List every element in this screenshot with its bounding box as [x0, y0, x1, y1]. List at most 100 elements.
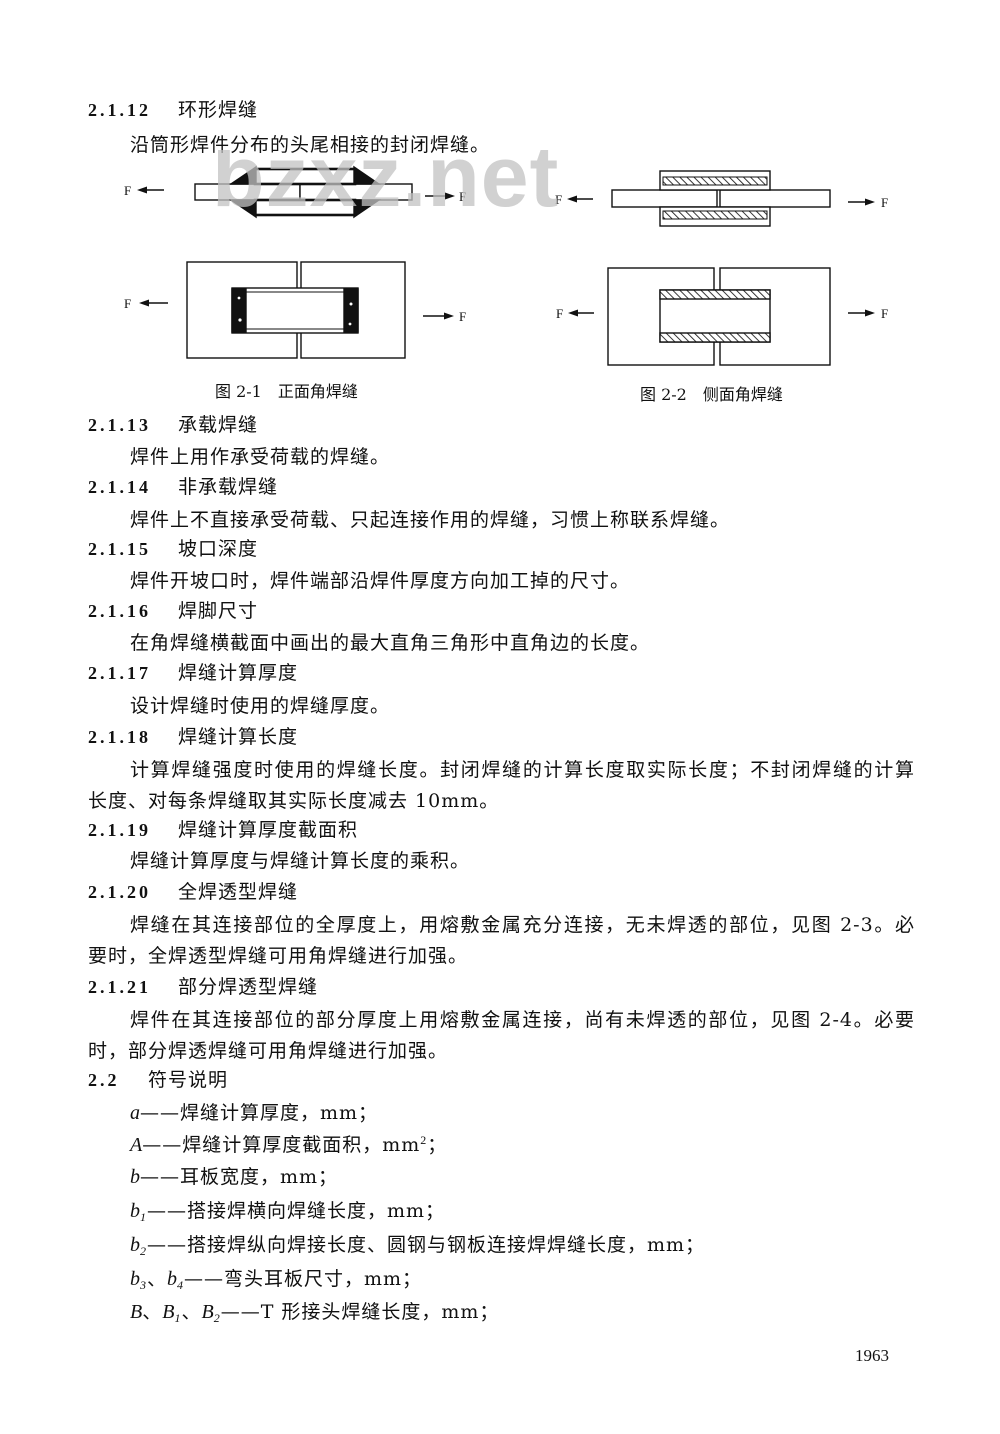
- figure-number: 图 2-2: [640, 385, 687, 404]
- fillet-weld: [353, 165, 382, 185]
- symbol: b: [130, 1234, 140, 1256]
- section-title: 焊缝计算厚度截面积: [178, 819, 359, 841]
- symbol-description: ——耳板宽度，mm；: [140, 1166, 339, 1188]
- force-arrow-right: [423, 312, 454, 320]
- symbol-definition: a——焊缝计算厚度，mm；: [130, 1101, 378, 1125]
- section-heading: 2.2 符号说明: [88, 1068, 228, 1092]
- fillet-weld: [353, 199, 382, 219]
- section-heading: 2.1.18 焊缝计算长度: [88, 725, 298, 749]
- force-label: F: [124, 296, 131, 311]
- symbol-description: ——搭接焊横向焊缝长度，mm；: [147, 1200, 446, 1222]
- symbol-definition: b3、b4——弯头耳板尺寸，mm；: [130, 1267, 422, 1291]
- section-body-line: 长度、对每条焊缝取其实际长度减去 10mm。: [88, 790, 500, 812]
- section-body-line: 沿筒形焊件分布的头尾相接的封闭焊缝。: [130, 134, 491, 156]
- symbol: a: [130, 1102, 140, 1124]
- section-number: 2.1.12: [88, 100, 151, 120]
- separator: 、: [147, 1268, 168, 1290]
- section-body-line: 焊件在其连接部位的部分厚度上用熔敷金属连接，尚有未焊透的部位，见图 2-4。必要: [130, 1009, 915, 1031]
- section-title: 焊缝计算厚度: [178, 662, 299, 684]
- fillet-weld: [231, 288, 247, 333]
- section-heading: 2.1.13 承载焊缝: [88, 413, 258, 437]
- weld-texture: [237, 296, 241, 300]
- symbol-definition: b1——搭接焊横向焊缝长度，mm；: [130, 1199, 445, 1223]
- section-number: 2.1.18: [88, 727, 151, 747]
- section-number: 2.1.20: [88, 882, 151, 902]
- symbol-definition: b2——搭接焊纵向焊接长度、圆钢与钢板连接焊焊缝长度，mm；: [130, 1233, 705, 1257]
- symbol-description: ——焊缝计算厚度截面积，mm: [142, 1134, 421, 1156]
- fillet-weld: [228, 199, 257, 219]
- section-body-line: 计算焊缝强度时使用的焊缝长度。封闭焊缝的计算长度取实际长度；不封闭焊缝的计算: [130, 759, 915, 781]
- force-label: F: [881, 195, 888, 210]
- symbol: B: [130, 1301, 143, 1323]
- force-arrow-right: [425, 192, 455, 200]
- figure-2-1-elevation: [137, 165, 455, 219]
- section-title: 环形焊缝: [178, 99, 259, 121]
- symbol: b: [130, 1268, 140, 1290]
- symbol-description: ——T 形接头焊缝长度，mm；: [220, 1301, 500, 1323]
- side-fillet-weld: [662, 176, 768, 186]
- section-number: 2.1.13: [88, 415, 151, 435]
- section-body-line: 焊件上用作承受荷载的焊缝。: [130, 446, 391, 468]
- force-label: F: [881, 306, 888, 321]
- section-number: 2.1.19: [88, 820, 151, 840]
- punctuation: ；: [427, 1134, 448, 1156]
- symbol: A: [130, 1134, 143, 1156]
- symbol-subscript: 4: [177, 1278, 185, 1292]
- weld-texture: [349, 302, 353, 306]
- symbol-definition: b——耳板宽度，mm；: [130, 1165, 338, 1189]
- section-number: 2.1.17: [88, 663, 151, 683]
- section-title: 焊脚尺寸: [178, 600, 259, 622]
- symbol-description: ——搭接焊纵向焊接长度、圆钢与钢板连接焊焊缝长度，mm；: [147, 1234, 706, 1256]
- force-label: F: [459, 309, 466, 324]
- symbol: b: [130, 1200, 140, 1222]
- symbol: B: [162, 1301, 175, 1323]
- symbol: b: [167, 1268, 178, 1290]
- symbol-subscript: 3: [140, 1278, 147, 1292]
- weld-texture: [348, 322, 352, 326]
- weld-texture: [238, 318, 242, 322]
- figure-caption-text: 侧面角焊缝: [702, 385, 783, 404]
- section-body-line: 设计焊缝时使用的焊缝厚度。: [130, 695, 391, 717]
- watermark: bzxz.net: [212, 150, 559, 225]
- section-title: 焊缝计算长度: [178, 726, 299, 748]
- section-number: 2.2: [88, 1070, 120, 1090]
- section-title: 符号说明: [148, 1069, 229, 1091]
- section-body-line: 焊缝计算厚度与焊缝计算长度的乘积。: [130, 850, 471, 872]
- figure-2-2-plan: [568, 267, 875, 366]
- figure-number: 图 2-1: [215, 382, 262, 401]
- force-arrow-right: [848, 309, 875, 317]
- section-title: 非承载焊缝: [178, 476, 279, 498]
- side-fillet-weld: [659, 332, 771, 343]
- section-number: 2.1.14: [88, 477, 151, 497]
- cover-plate-inner-edge: [235, 291, 355, 330]
- section-heading: 2.1.12 环形焊缝: [88, 98, 258, 122]
- main-plate-right: [719, 189, 831, 208]
- force-label: F: [555, 192, 562, 207]
- section-number: 2.1.15: [88, 539, 151, 559]
- section-body-line: 焊件开坡口时，焊件端部沿焊件厚度方向加工掉的尺寸。: [130, 570, 631, 592]
- figure-caption-text: 正面角焊缝: [277, 382, 358, 401]
- fillet-weld: [228, 165, 257, 185]
- symbol-description: ——焊缝计算厚度，mm；: [140, 1102, 379, 1124]
- force-label: F: [556, 306, 563, 321]
- section-body-line: 时，部分焊透焊缝可用角焊缝进行加强。: [88, 1040, 449, 1062]
- force-label: F: [124, 183, 131, 198]
- force-arrow-left: [137, 186, 164, 194]
- section-title: 承载焊缝: [178, 414, 259, 436]
- section-heading: 2.1.20 全焊透型焊缝: [88, 880, 298, 904]
- main-plate-left: [611, 189, 718, 208]
- separator: 、: [142, 1301, 163, 1323]
- side-fillet-weld: [659, 289, 771, 300]
- figure-2-2-elevation: [567, 170, 875, 227]
- force-label: F: [459, 189, 466, 204]
- section-title: 全焊透型焊缝: [178, 881, 299, 903]
- symbol-definition: B、B1、B2——T 形接头焊缝长度，mm；: [130, 1300, 499, 1324]
- symbol-subscript: 1: [174, 1311, 182, 1325]
- figure-2-2-caption: 图 2-2 侧面角焊缝: [640, 384, 783, 406]
- symbol-definition: A——焊缝计算厚度截面积，mm2；: [130, 1133, 447, 1157]
- section-body-line: 在角焊缝横截面中画出的最大直角三角形中直角边的长度。: [130, 632, 651, 654]
- page-number: 1963: [855, 1346, 889, 1365]
- force-arrow-left: [139, 299, 168, 307]
- symbol-subscript: 2: [213, 1311, 221, 1325]
